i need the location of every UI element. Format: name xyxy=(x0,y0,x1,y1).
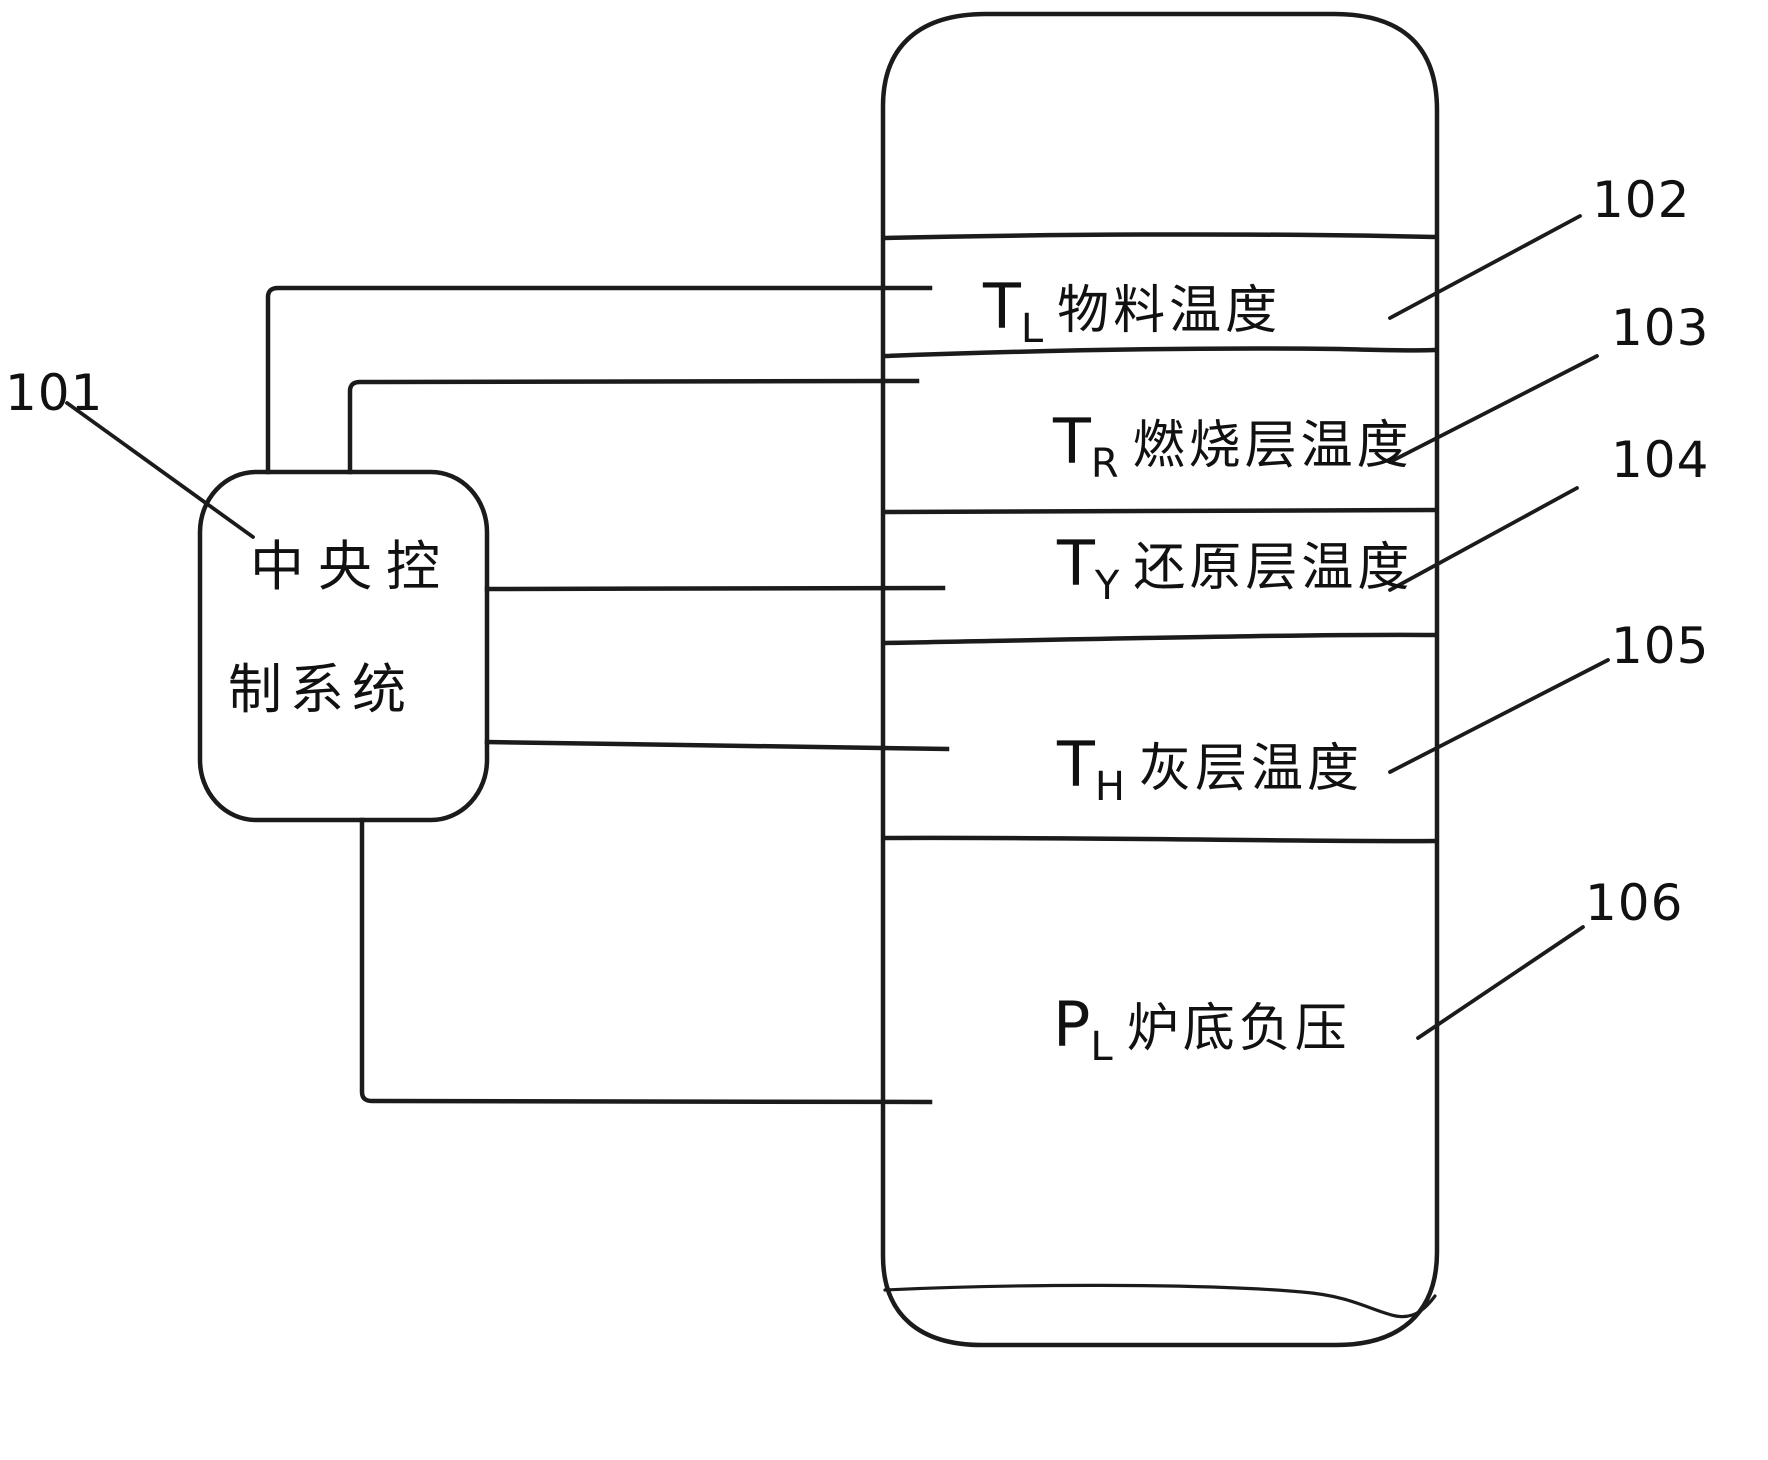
section-divider-3 xyxy=(882,507,1438,515)
ref-label-104: 104 xyxy=(1611,431,1709,489)
leader-line-101 xyxy=(65,401,255,539)
control-system-box xyxy=(197,469,490,823)
leader-line-105 xyxy=(1388,658,1610,774)
ref-label-106: 106 xyxy=(1585,874,1683,932)
ref-label-102: 102 xyxy=(1592,171,1690,229)
leader-line-103 xyxy=(1388,354,1599,464)
leader-line-102 xyxy=(1388,214,1582,320)
section-divider-4 xyxy=(882,632,1438,646)
section-divider-5 xyxy=(882,835,1438,844)
signal-line-TH xyxy=(484,739,950,752)
material-level-wavy-line xyxy=(883,1283,1437,1319)
ref-label-105: 105 xyxy=(1611,617,1709,675)
control-system-label-line1: 中央控 xyxy=(250,535,454,598)
section-divider-1 xyxy=(882,232,1438,241)
signal-line-PL xyxy=(359,817,933,1105)
ref-label-101: 101 xyxy=(5,364,103,422)
ref-label-103: 103 xyxy=(1611,299,1709,357)
control-system-label-line2: 制系统 xyxy=(228,658,414,721)
signal-line-TR xyxy=(347,378,920,475)
signal-line-TL xyxy=(265,285,933,475)
signal-line-TY xyxy=(484,585,946,592)
leader-line-106 xyxy=(1416,925,1585,1040)
section-divider-2 xyxy=(882,346,1438,359)
furnace-vessel-outline xyxy=(880,11,1440,1348)
leader-line-104 xyxy=(1388,486,1579,592)
